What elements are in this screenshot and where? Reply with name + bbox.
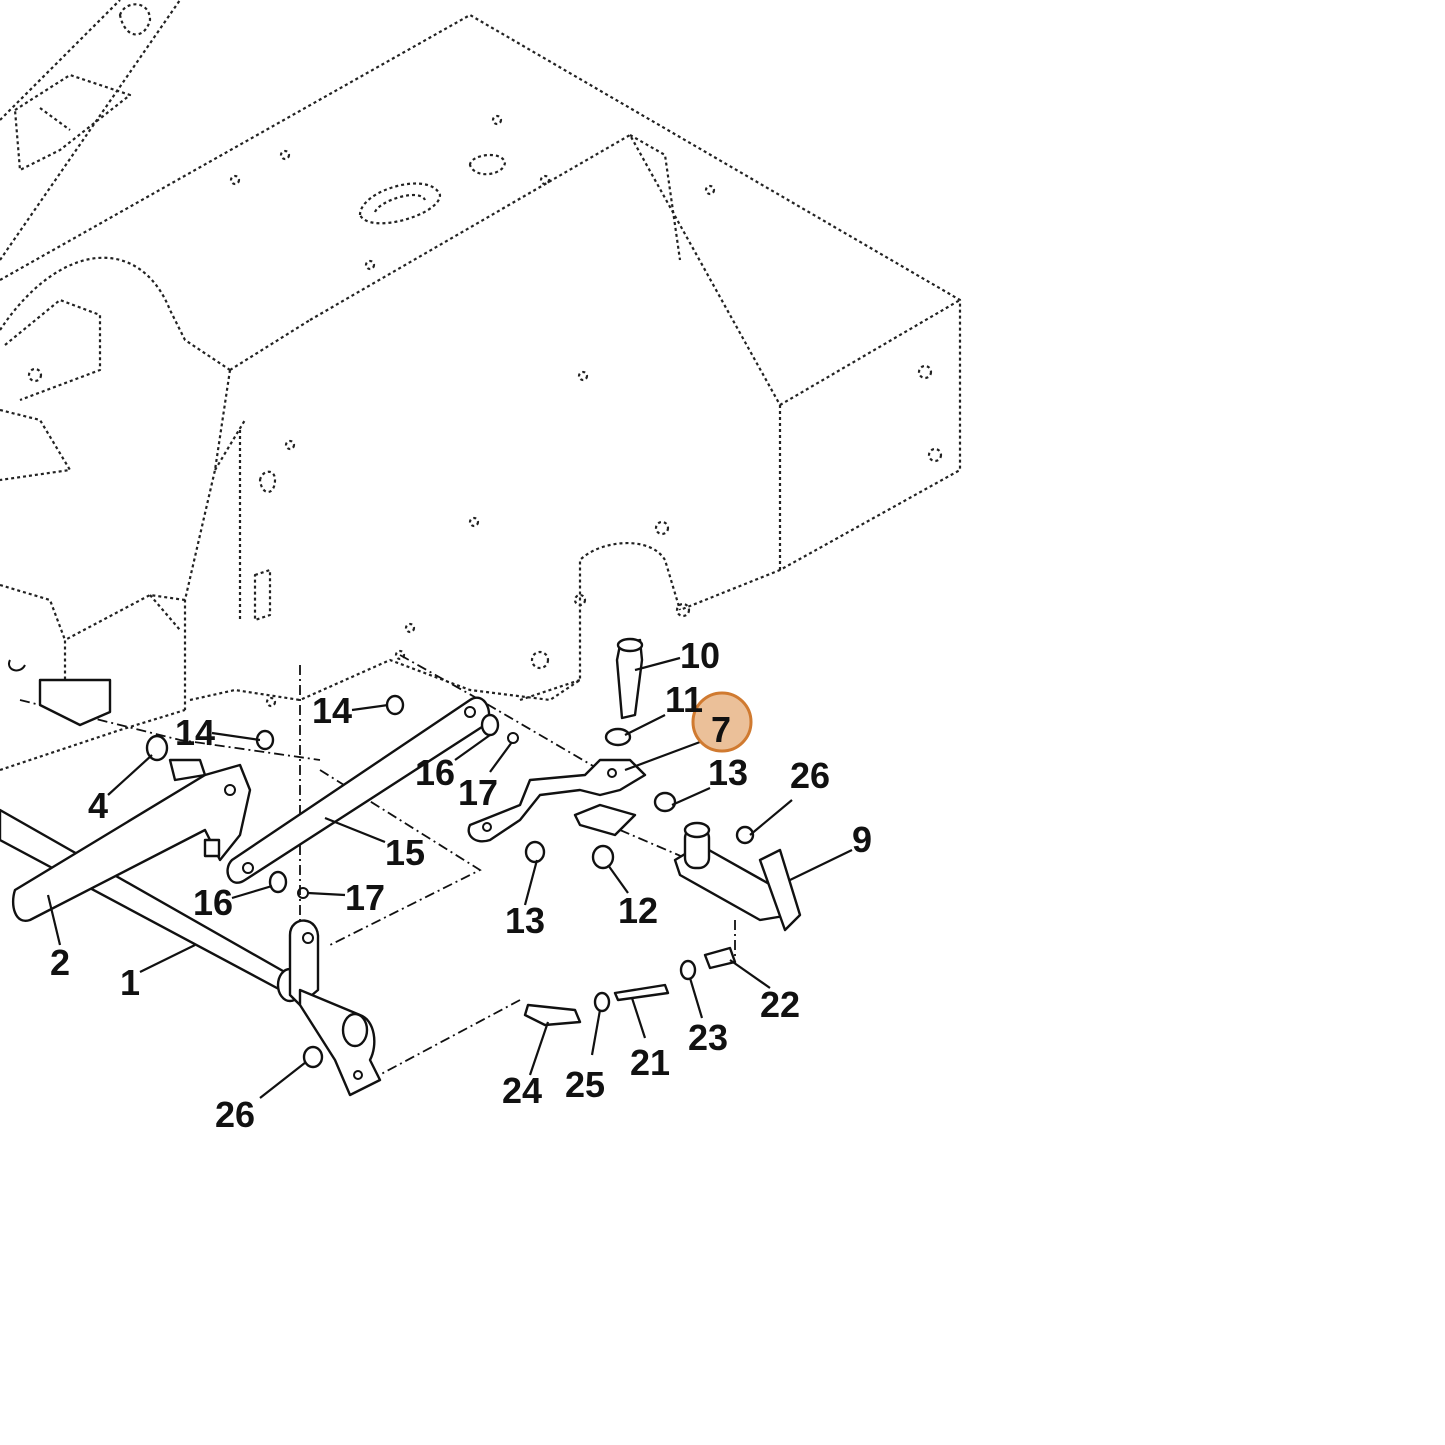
part-26-nut-lower — [302, 1045, 324, 1069]
part-24-pin — [523, 1003, 582, 1027]
callout-23: 23 — [688, 1017, 728, 1058]
part-2-lift-arm — [11, 758, 252, 922]
callout-13-lower: 13 — [505, 900, 545, 941]
part-12-nut — [591, 844, 615, 870]
callout-7: 7 — [711, 709, 731, 750]
callout-1: 1 — [120, 962, 140, 1003]
part-4-bushing — [145, 734, 169, 762]
part-21-pin — [613, 983, 670, 1002]
part-10-bolt — [615, 637, 644, 720]
part-22-pin — [703, 946, 737, 970]
part-16-spacer-lower — [268, 870, 288, 894]
callout-21: 21 — [630, 1042, 670, 1083]
part-26-nut-upper — [735, 825, 755, 845]
callout-17-lower: 17 — [345, 877, 385, 918]
callout-24: 24 — [502, 1070, 542, 1111]
callout-26-lower: 26 — [215, 1094, 255, 1135]
callout-7-highlight — [691, 691, 753, 753]
callout-13-upper: 13 — [708, 752, 748, 793]
callout-22: 22 — [760, 984, 800, 1025]
chassis-ghost — [0, 0, 962, 772]
callout-11: 11 — [665, 679, 703, 720]
callout-labels: 1 2 4 7 9 10 11 12 13 13 14 14 15 16 16 … — [50, 635, 872, 1135]
callout-12: 12 — [618, 890, 658, 931]
part-7-bracket — [467, 758, 647, 843]
leader-lines — [46, 656, 853, 1099]
callout-25: 25 — [565, 1064, 605, 1105]
part-17-clip-upper — [507, 732, 519, 744]
part-14-nut-right — [385, 694, 405, 716]
part-23-washer — [679, 959, 697, 981]
part-13-screw-upper — [653, 791, 677, 813]
callout-14-right: 14 — [312, 690, 352, 731]
callout-17-upper: 17 — [458, 772, 498, 813]
callout-15: 15 — [385, 832, 425, 873]
callout-14-left: 14 — [175, 712, 215, 753]
part-9-pivot-bracket — [673, 821, 802, 932]
part-13-screw-lower — [524, 840, 546, 864]
hardware — [8, 659, 755, 1069]
callout-10: 10 — [680, 635, 720, 676]
callout-16-lower: 16 — [193, 882, 233, 923]
part-11-washer — [604, 727, 632, 747]
callout-9: 9 — [852, 819, 872, 860]
clip-bracket — [38, 678, 112, 727]
part-16-spacer-upper — [480, 713, 500, 737]
callout-2: 2 — [50, 942, 70, 983]
callout-26-upper: 26 — [790, 755, 830, 796]
part-25-washer — [593, 991, 611, 1013]
callout-16-upper: 16 — [415, 752, 455, 793]
callout-4: 4 — [88, 785, 108, 826]
